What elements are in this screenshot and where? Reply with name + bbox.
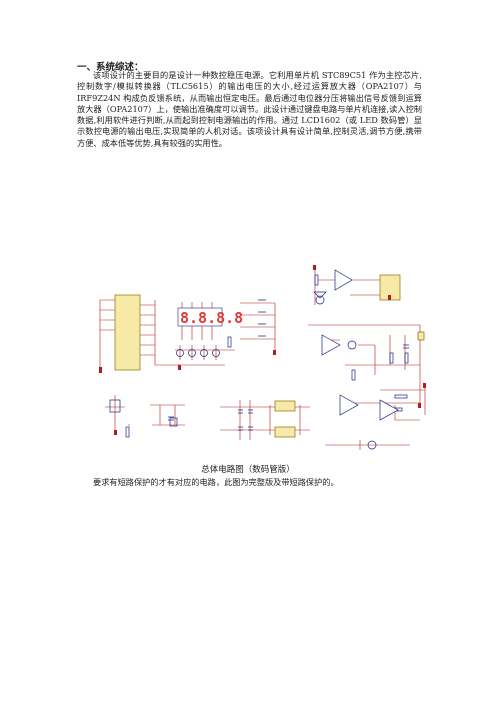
figure-note: 要求有短路保护的才有对应的电路，此图为完整版及带短路保护的。 xyxy=(93,477,339,487)
section-heading: 一、系统综述： xyxy=(77,62,144,73)
led-display-digits: 8.8.8.8 xyxy=(180,309,243,327)
section-paragraph: 该项设计的主要目的是设计一种数控稳压电源。它利用单片机 STC89C51 作为主… xyxy=(77,70,422,148)
circuit-schematic: 8.8.8.8 xyxy=(99,265,426,450)
figure-caption: 总体电路图（数码管版） xyxy=(201,465,295,475)
